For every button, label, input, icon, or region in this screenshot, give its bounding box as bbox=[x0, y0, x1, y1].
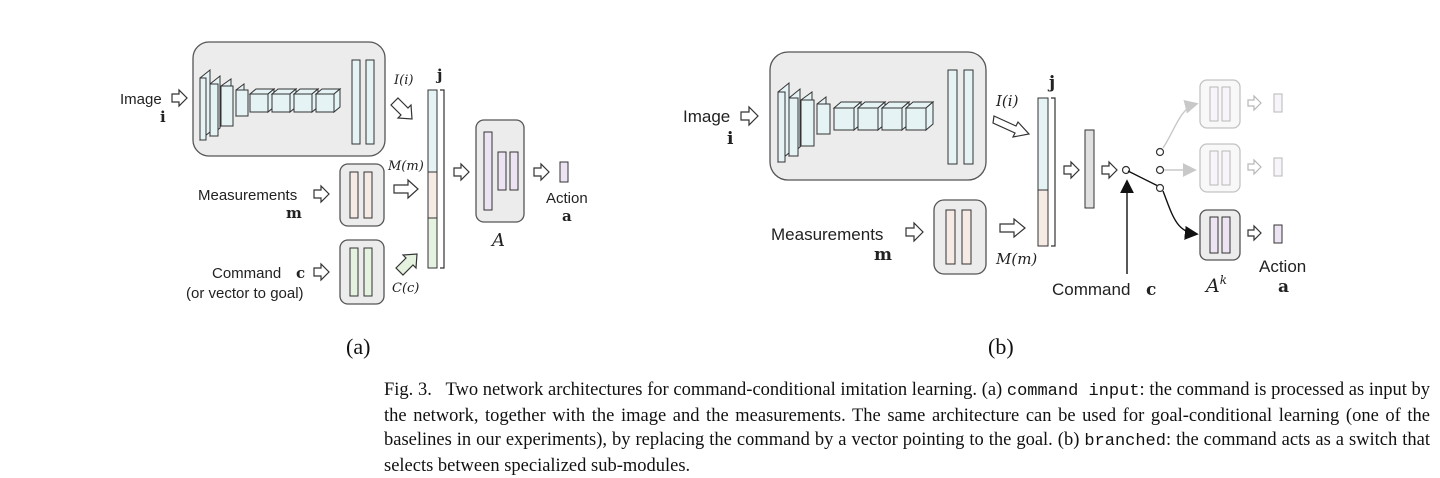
joint-meas-seg-b bbox=[1037, 189, 1049, 247]
joint-cmd-seg-a bbox=[427, 217, 438, 269]
caption-text-1: Two network architectures for command-co… bbox=[445, 380, 1007, 400]
arrow-m-b bbox=[999, 217, 1026, 239]
branch-module-active bbox=[1199, 209, 1283, 261]
m-func-a: M(m) bbox=[387, 159, 424, 174]
i-func-b: I(i) bbox=[995, 92, 1019, 110]
caption-text-2: : the command is processed as input by t… bbox=[384, 380, 1430, 450]
image-var-b: i bbox=[727, 129, 734, 149]
subfig-label-b: (b) bbox=[988, 334, 1014, 359]
image-label-b: Image bbox=[683, 107, 730, 126]
command-label-a: Command bbox=[212, 265, 281, 282]
cnn-layers-b bbox=[777, 81, 935, 164]
switch-contact-2 bbox=[1155, 165, 1165, 175]
arrow-image-a bbox=[171, 88, 188, 108]
switch-contact-3 bbox=[1155, 183, 1165, 193]
caption-text-3: : the command acts as a switch that sele… bbox=[384, 430, 1430, 476]
arrow-j-a bbox=[453, 162, 470, 182]
arrow-shared-b bbox=[1101, 160, 1118, 180]
arrow-c-a bbox=[395, 253, 418, 276]
measurements-var-a: m bbox=[286, 204, 302, 222]
command-var-a: c bbox=[296, 264, 305, 282]
command-module-a bbox=[339, 239, 385, 305]
switch-contact-1 bbox=[1155, 147, 1165, 157]
arrow-measurements-b bbox=[905, 221, 924, 243]
branch-module-1 bbox=[1199, 79, 1283, 129]
caption-mono-2: branched bbox=[1084, 432, 1166, 451]
panel-a: Image i Measurements m Command c (or vec… bbox=[120, 41, 588, 359]
m-func-b: M(m) bbox=[995, 250, 1037, 268]
measurements-var-b: m bbox=[874, 245, 892, 265]
command-var-b: c bbox=[1146, 280, 1156, 300]
action-var-b: a bbox=[1278, 277, 1289, 297]
a-module-label: A bbox=[490, 230, 505, 251]
joint-image-seg-a bbox=[427, 89, 438, 173]
c-func-a: C(c) bbox=[392, 281, 419, 296]
action-output-a bbox=[559, 161, 569, 183]
branch-module-2 bbox=[1199, 143, 1283, 193]
arrow-measurements-a bbox=[313, 184, 330, 204]
joint-bracket-b bbox=[1051, 97, 1056, 247]
switch-lever bbox=[1127, 170, 1159, 187]
arrow-image-b bbox=[740, 105, 759, 127]
image-var-a: i bbox=[160, 108, 166, 126]
arrow-j-b bbox=[1063, 160, 1080, 180]
subfig-label-a: (a) bbox=[346, 334, 370, 359]
measurements-module-b bbox=[933, 199, 987, 275]
joint-image-seg-b bbox=[1037, 97, 1049, 191]
fc-layer-2-b bbox=[963, 69, 974, 165]
action-label-a: Action bbox=[546, 190, 588, 207]
arrow-i-a bbox=[390, 97, 413, 120]
figure-caption: Fig. 3. Two network architectures for co… bbox=[384, 378, 1430, 478]
j-var-a: j bbox=[435, 66, 442, 84]
joint-bracket-a bbox=[440, 89, 445, 269]
caption-mono-1: command input bbox=[1006, 382, 1140, 401]
command-note-a: (or vector to goal) bbox=[186, 285, 304, 302]
arrow-command-a bbox=[313, 262, 330, 282]
branch-line-3 bbox=[1162, 190, 1199, 240]
fc-layer-1-b bbox=[947, 69, 958, 165]
arrow-m-a bbox=[393, 178, 419, 200]
image-label-a: Image bbox=[120, 91, 162, 108]
action-label-b: Action bbox=[1259, 257, 1306, 276]
j-var-b: j bbox=[1047, 73, 1055, 93]
switch-pivot bbox=[1121, 165, 1131, 175]
measurements-label-a: Measurements bbox=[198, 187, 297, 204]
joint-meas-seg-a bbox=[427, 171, 438, 219]
arrow-i-b bbox=[992, 115, 1031, 138]
panel-b: Image i Measurements m I(i) M(m) j bbox=[683, 51, 1306, 359]
action-var-a: a bbox=[562, 207, 572, 225]
cnn-layers-a bbox=[199, 68, 342, 142]
caption-fig-label: Fig. 3. bbox=[384, 380, 432, 400]
fc-layer-1-a bbox=[351, 59, 361, 145]
i-func-a: I(i) bbox=[393, 73, 413, 88]
branch-line-1 bbox=[1162, 99, 1199, 149]
ak-module-label: Ak bbox=[1204, 273, 1227, 297]
fc-layer-2-a bbox=[365, 59, 375, 145]
command-label-b: Command bbox=[1052, 280, 1130, 299]
arrow-action-a bbox=[533, 162, 550, 182]
measurements-label-b: Measurements bbox=[771, 225, 883, 244]
measurements-module-a bbox=[339, 163, 385, 227]
shared-layer-b bbox=[1084, 129, 1095, 209]
